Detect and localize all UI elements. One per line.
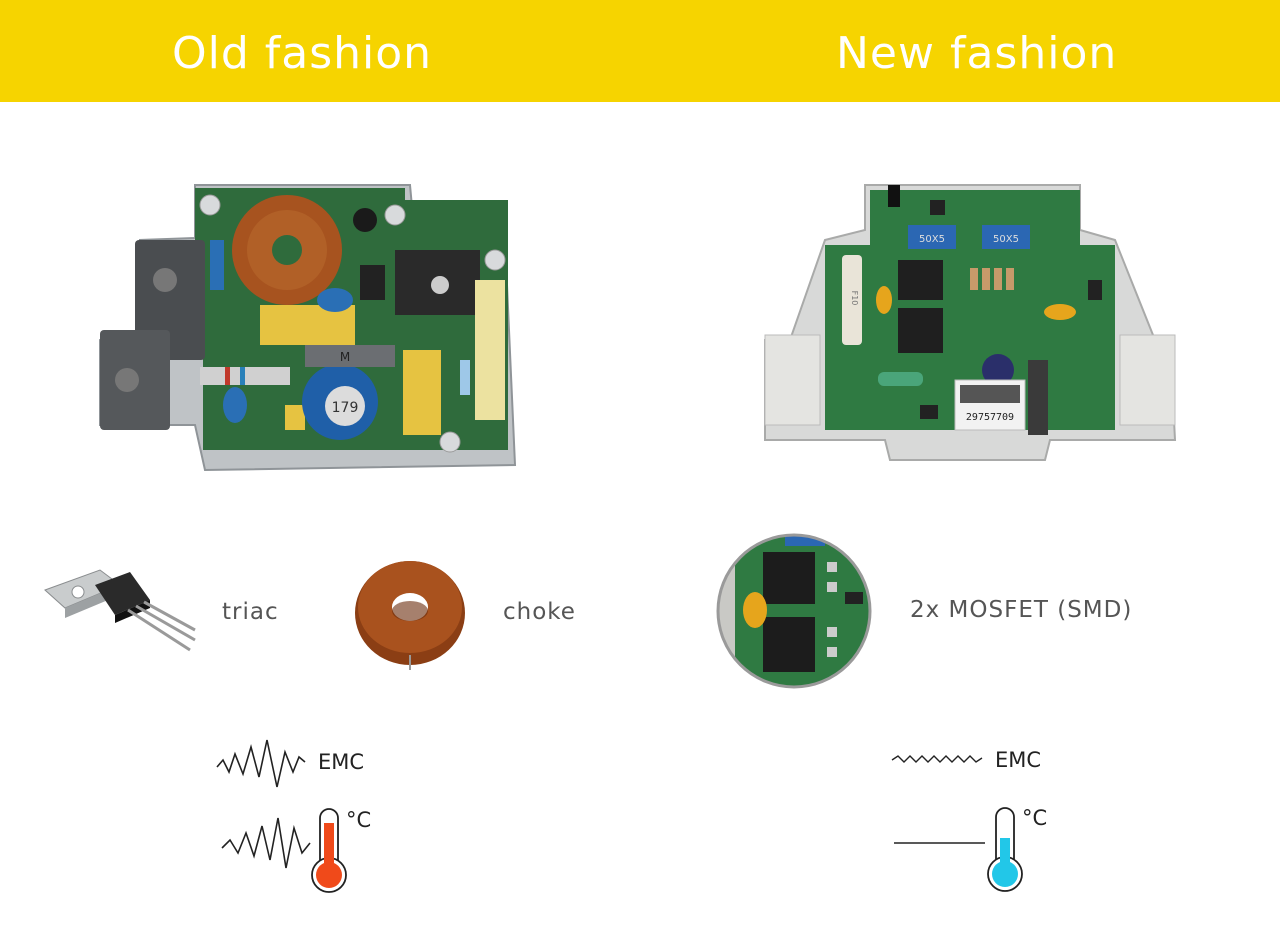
new-cap-text-2: 50X5	[993, 234, 1019, 245]
new-emc-noise-icon	[891, 755, 983, 763]
choke-icon	[355, 561, 465, 670]
new-thermometer-icon	[987, 807, 1023, 892]
new-barcode-text: 29757709	[966, 412, 1014, 423]
triac-icon	[44, 569, 196, 652]
old-fashion-title: Old fashion	[172, 28, 433, 79]
old-thermometer-icon	[311, 808, 347, 893]
old-temp-noise-icon	[221, 817, 311, 869]
new-temp-flat-icon	[894, 842, 985, 844]
old-capacitor-label: 179	[332, 400, 359, 416]
new-device-photo: 50X5 50X5 F10 29757709	[764, 184, 1177, 461]
old-emc-label: EMC	[318, 750, 365, 774]
choke-label: choke	[503, 599, 576, 625]
new-fuse-text: F10	[850, 291, 859, 306]
old-temp-label: °C	[346, 808, 372, 832]
new-emc-label: EMC	[995, 748, 1042, 772]
old-emc-noise-icon	[216, 739, 306, 788]
new-temp-label: °C	[1022, 806, 1048, 830]
mosfet-closeup-icon	[716, 533, 872, 689]
triac-label: triac	[222, 599, 279, 625]
old-board-label: M	[340, 350, 350, 364]
mosfet-label: 2x MOSFET (SMD)	[910, 597, 1133, 623]
new-cap-text-1: 50X5	[919, 234, 945, 245]
header-banner: Old fashion New fashion	[0, 0, 1280, 102]
new-fashion-title: New fashion	[836, 28, 1118, 79]
old-device-photo: 179 M	[99, 184, 517, 472]
